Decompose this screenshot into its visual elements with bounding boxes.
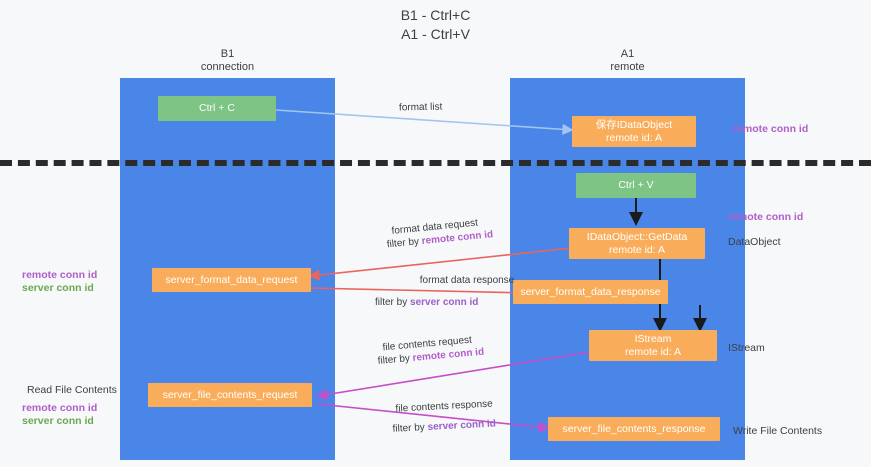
right-label-write-file-contents: Write File Contents: [733, 425, 823, 437]
page-title: B1 - Ctrl+C A1 - Ctrl+V: [0, 6, 871, 44]
lane-header-a1-subtitle: remote: [610, 61, 645, 73]
lane-header-b1-subtitle: connection: [200, 61, 255, 73]
node-ctrl-c-label: Ctrl + C: [199, 102, 235, 114]
edge-label-file-contents-response-filter-key: server conn id: [427, 418, 497, 433]
node-istream-line1: IStream: [634, 332, 672, 345]
left-label-server-conn-id-2: server conn id: [22, 415, 94, 427]
node-ctrl-v[interactable]: Ctrl + V: [576, 173, 696, 198]
lane-header-b1: B1 connection: [120, 48, 335, 74]
edge-label-format-list: format list: [399, 101, 443, 115]
lane-header-b1-name: B1: [220, 48, 235, 60]
node-server-format-data-response-label: server_format_data_response: [520, 285, 661, 298]
node-server-file-contents-request-label: server_file_contents_request: [162, 388, 298, 401]
left-label-server-conn-id-1: server conn id: [22, 282, 94, 294]
node-idataobject-getdata[interactable]: IDataObject::GetData remote id: A: [569, 228, 705, 259]
lane-header-a1-name: A1: [620, 48, 635, 60]
node-ctrl-v-label: Ctrl + V: [618, 179, 654, 191]
edge-label-file-contents-response: file contents response filter by server …: [392, 397, 497, 435]
node-server-file-contents-response[interactable]: server_file_contents_response: [548, 417, 720, 441]
node-store-idataobject[interactable]: 保存IDataObject remote id: A: [572, 116, 696, 147]
phase-divider: [0, 160, 871, 166]
title-line-1: B1 - Ctrl+C: [400, 7, 471, 23]
title-line-2: A1 - Ctrl+V: [401, 26, 470, 42]
node-store-idataobject-line1: 保存IDataObject: [595, 118, 673, 131]
node-server-format-data-request[interactable]: server_format_data_request: [152, 268, 311, 292]
node-server-file-contents-request[interactable]: server_file_contents_request: [148, 383, 312, 407]
edge-label-format-data-response-filter-key: server conn id: [410, 297, 479, 308]
right-label-remote-conn-id-top: remote conn id: [733, 123, 809, 135]
node-store-idataobject-line2: remote id: A: [605, 131, 663, 144]
node-idataobject-getdata-line2: remote id: A: [608, 243, 666, 256]
edge-format-data-response: [309, 287, 530, 299]
left-label-read-file-contents: Read File Contents: [27, 384, 117, 396]
right-label-remote-conn-id-mid: remote conn id: [728, 211, 804, 223]
edge-label-format-data-response-filter-pre: filter by: [375, 297, 411, 308]
node-istream-line2: remote id: A: [624, 345, 682, 358]
edge-label-file-contents-response-filter-pre: filter by: [392, 421, 428, 435]
edge-file-contents-request: [316, 351, 591, 400]
lane-header-a1: A1 remote: [510, 48, 745, 74]
edge-label-file-contents-request-filter-pre: filter by: [377, 352, 414, 367]
edge-format-list: [275, 109, 574, 135]
edge-label-format-data-response: format data response filter by server co…: [375, 274, 547, 309]
node-server-file-contents-response-label: server_file_contents_response: [562, 422, 706, 435]
node-idataobject-getdata-line1: IDataObject::GetData: [586, 230, 688, 243]
left-label-remote-conn-id-1: remote conn id: [22, 269, 98, 281]
edge-label-file-contents-response-text: file contents response: [395, 398, 493, 415]
edge-file-contents-response: [317, 403, 550, 433]
edge-label-format-data-request-filter-pre: filter by: [386, 236, 423, 251]
right-label-dataobject: DataObject: [728, 236, 781, 248]
node-istream[interactable]: IStream remote id: A: [589, 330, 717, 361]
left-label-remote-conn-id-2: remote conn id: [22, 402, 98, 414]
edge-label-format-data-response-text: format data response: [419, 275, 515, 286]
node-ctrl-c[interactable]: Ctrl + C: [158, 96, 276, 121]
node-server-format-data-request-label: server_format_data_request: [165, 273, 298, 286]
right-label-istream: IStream: [728, 342, 765, 354]
edge-label-format-list-text: format list: [398, 101, 443, 114]
node-server-format-data-response[interactable]: server_format_data_response: [513, 280, 668, 304]
edge-format-data-request: [308, 247, 573, 281]
